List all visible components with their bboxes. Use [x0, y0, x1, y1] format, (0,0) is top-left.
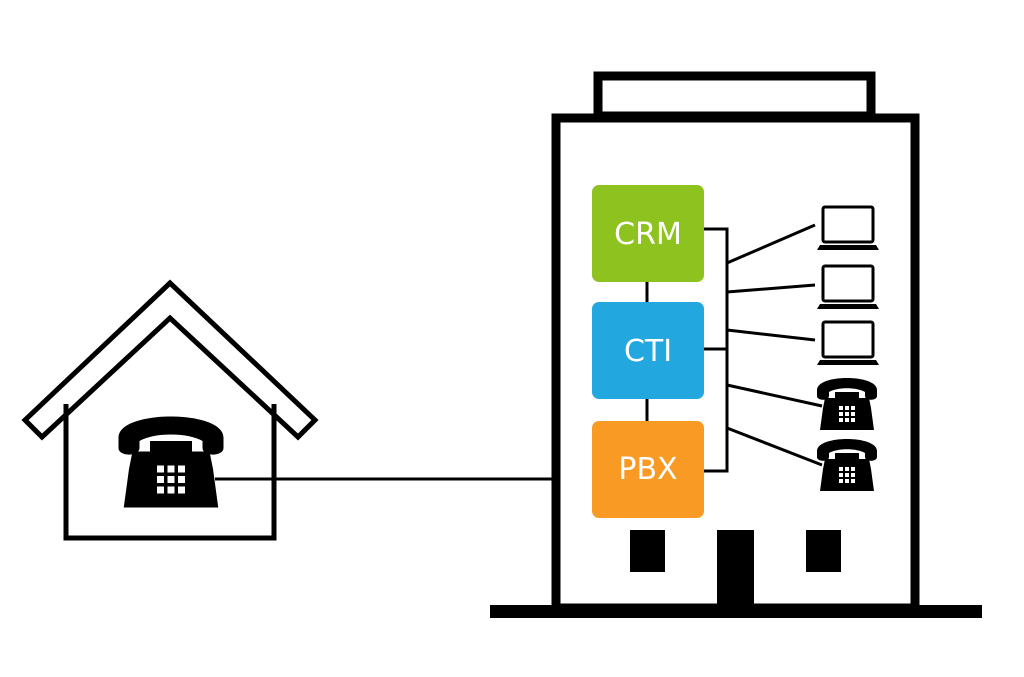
cti-box-bg: [592, 302, 704, 399]
cti-box: CTI: [592, 302, 704, 399]
device-bus: [703, 227, 729, 473]
telephone-icon: [817, 439, 877, 491]
building-window-right: [806, 530, 841, 572]
crm-box-bg: [592, 185, 704, 282]
crm-box: CRM: [592, 185, 704, 282]
pbx-box: PBX: [592, 421, 704, 518]
pbx-box-bg: [592, 421, 704, 518]
crm-box-label: CRM: [614, 217, 682, 252]
device-lines: [726, 223, 823, 467]
office-building-icon: [490, 71, 982, 618]
house-icon: [21, 279, 319, 541]
building-door: [717, 530, 754, 608]
telephone-icon: [817, 378, 877, 430]
building-window-left: [630, 530, 665, 572]
cti-box-label: CTI: [624, 334, 672, 369]
home-telephone-icon: [118, 416, 224, 508]
pbx-box-label: PBX: [618, 452, 677, 487]
